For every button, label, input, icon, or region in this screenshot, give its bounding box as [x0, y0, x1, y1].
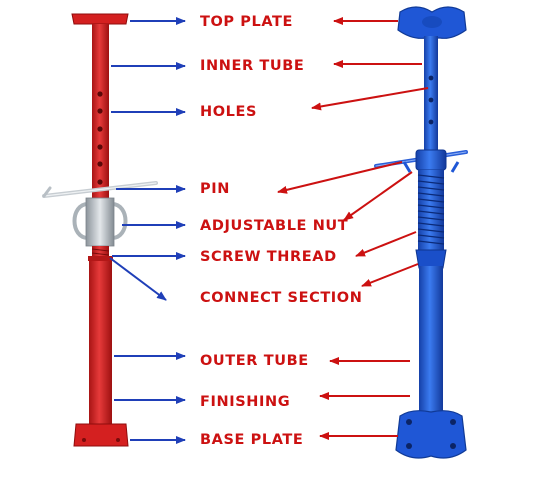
left-arrows	[109, 17, 186, 444]
arrow-right-holes	[311, 87, 429, 111]
label-inner-tube: INNER TUBE	[200, 58, 305, 74]
blue-inner-tube	[424, 36, 438, 150]
blue-connect-section	[415, 249, 447, 269]
label-holes: HOLES	[200, 104, 258, 120]
arrow-left-connect-section	[109, 257, 167, 301]
red-top-plate	[71, 13, 129, 25]
label-top-plate: TOP PLATE	[200, 14, 294, 30]
blue-hole	[428, 75, 434, 81]
label-screw-thread: SCREW THREAD	[200, 249, 337, 265]
red-base-plate	[73, 423, 129, 447]
label-adjustable-nut: ADJUSTABLE NUT	[200, 218, 349, 234]
arrow-right-connect-section	[361, 263, 419, 287]
red-adjustable-nut	[72, 197, 128, 247]
label-finishing: FINISHING	[200, 394, 291, 410]
arrow-right-screw-thread	[355, 231, 417, 257]
red-holes	[97, 91, 103, 185]
label-base-plate: BASE PLATE	[200, 432, 304, 448]
blue-outer-tube	[419, 266, 443, 418]
blue-top-plate	[397, 6, 467, 39]
blue-screw-thread	[417, 170, 445, 250]
arrow-right-adjustable-nut	[343, 171, 413, 221]
label-connect-section: CONNECT SECTION	[200, 290, 363, 306]
right-arrows	[277, 17, 429, 440]
arrow-right-pin	[277, 161, 403, 194]
label-outer-tube: OUTER TUBE	[200, 353, 309, 369]
blue-prop	[374, 6, 468, 459]
blue-base-plate	[395, 410, 467, 459]
label-pin: PIN	[200, 181, 230, 197]
red-outer-tube	[89, 258, 112, 424]
red-prop	[42, 13, 158, 447]
red-pin	[42, 181, 158, 198]
